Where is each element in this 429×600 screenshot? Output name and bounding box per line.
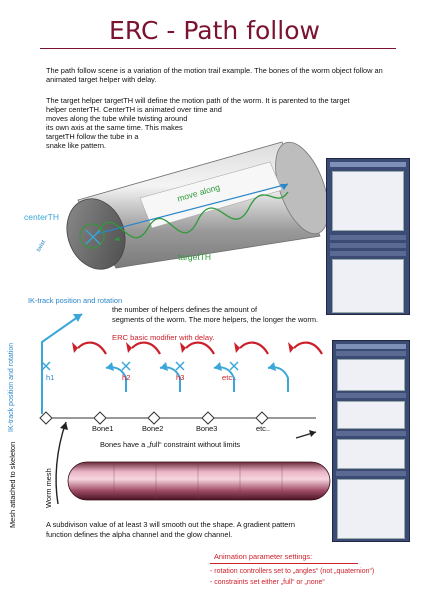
bone-etc: etc.. <box>256 424 270 433</box>
title-rule <box>40 48 396 49</box>
anim-settings-item-1: - rotation controllers set to „angles“ (… <box>210 568 375 575</box>
target-desc-line-1: The target helper targetTH will define t… <box>46 96 350 105</box>
anim-settings-heading: Animation parameter settings: <box>214 552 313 561</box>
helper-h1: h1 <box>46 373 55 382</box>
bone-3: Bone3 <box>196 424 218 433</box>
label-erc-modifier: ERC basic modifier with delay. <box>112 333 215 342</box>
target-desc-line-2: helper centerTH. CenterTH is animated ov… <box>46 105 222 114</box>
label-ik-track-vertical: IK-track position and rotation <box>8 342 15 432</box>
chain-diagram <box>39 313 323 439</box>
label-center-th: centerTH <box>24 212 59 222</box>
target-desc-line-3: moves along the tube while twisting arou… <box>46 114 188 123</box>
bone-2: Bone2 <box>142 424 164 433</box>
helpers-line-2: segments of the worm. The more helpers, … <box>112 315 319 324</box>
bone-1: Bone1 <box>92 424 114 433</box>
worm-mesh <box>67 461 331 501</box>
subdivision-line-2: function defines the alpha channel and t… <box>46 530 233 539</box>
target-desc-line-5: targetTH follow the tube in a <box>46 132 139 141</box>
helper-etc: etc.. <box>222 373 237 382</box>
page-title: ERC - Path follow <box>109 16 320 45</box>
up-arrows <box>55 421 68 505</box>
anim-settings-item-2: - constraints set either „full“ or „none… <box>210 579 325 586</box>
target-desc-line-6: snake like pattern. <box>46 141 106 150</box>
label-ik-track: IK-track position and rotation <box>28 296 123 305</box>
software-panel-bottom <box>332 340 410 542</box>
subdivision-line-1: A subdivison value of at least 3 will sm… <box>46 520 295 529</box>
label-mesh-attached: Mesh attached to skeleton <box>8 441 17 528</box>
tube-illustration <box>66 141 329 270</box>
intro-paragraph: The path follow scene is a variation of … <box>46 66 383 85</box>
helpers-line-1: the number of helpers defines the amount… <box>112 305 258 314</box>
bones-constraint-note: Bones have a „full“ constraint without l… <box>100 440 241 449</box>
helper-h3: h3 <box>176 373 185 382</box>
anim-settings-rule <box>210 563 358 564</box>
helper-h2: h2 <box>122 373 131 382</box>
software-panel-top <box>326 158 410 315</box>
label-target-th: targetTH <box>178 252 212 262</box>
target-desc-line-4: its own axis at the same time. This make… <box>46 123 183 132</box>
